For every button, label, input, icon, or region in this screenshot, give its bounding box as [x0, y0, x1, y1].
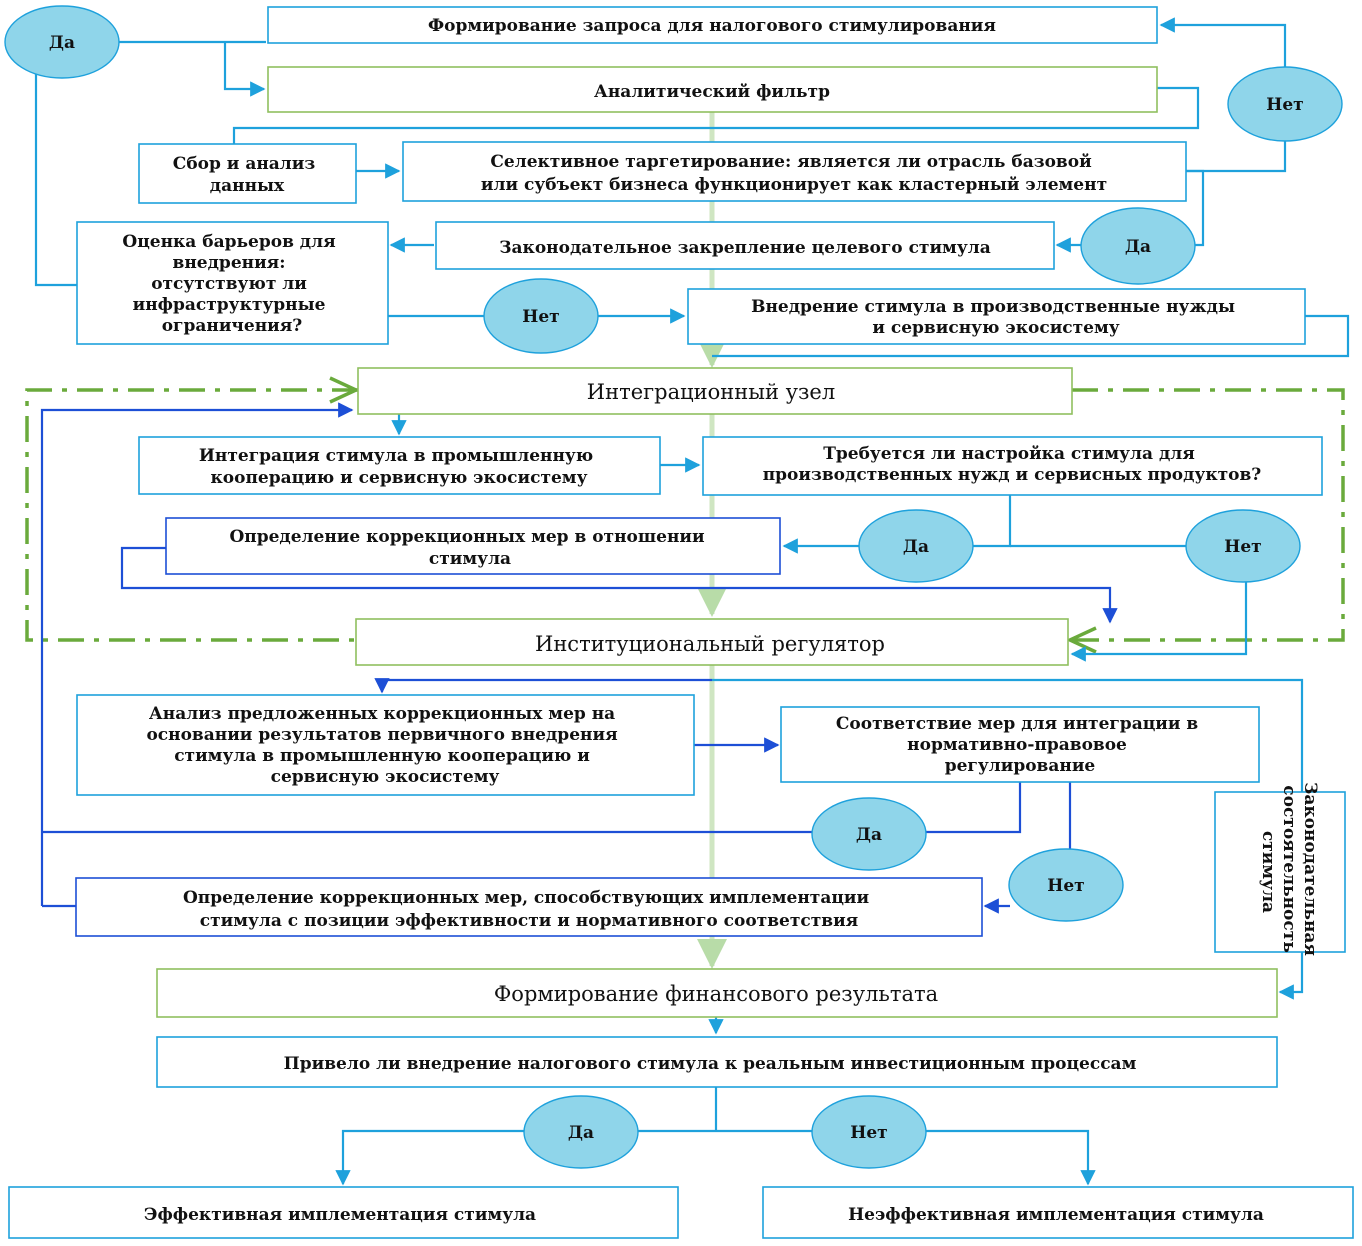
box-legislative-fix: Законодательное закрепление целевого сти… [435, 221, 1055, 270]
box-effective: Эффективная имплементация стимула [8, 1186, 679, 1239]
box-integration: Интеграция стимула в промышленную коопер… [138, 436, 661, 495]
circle-no-tuning-label: Нет [1224, 537, 1261, 557]
circle-yes-compliance: Да [811, 797, 927, 871]
box-analysis-line-1: Анализ предложенных коррекционных мер на [149, 704, 615, 724]
box-legislative-fix-label: Законодательное закрепление целевого сти… [499, 238, 990, 258]
box-tuning-question: Требуется ли настройка стимула для произ… [702, 436, 1323, 496]
box-implementation-line-2: и сервисную экосистему [872, 318, 1119, 338]
box-request: Формирование запроса для налогового стим… [267, 6, 1158, 44]
box-investment-question-label: Привело ли внедрение налогового стимула … [284, 1054, 1137, 1074]
box-analytic-filter: Аналитический фильтр [267, 66, 1158, 113]
box-data-collection-line-2: данных [210, 176, 285, 196]
box-institutional: Институциональный регулятор [355, 618, 1069, 666]
box-correction-effective-line-1: Определение коррекционных мер, способств… [183, 888, 870, 908]
box-tuning-question-line-2: производственных нужд и сервисных продук… [763, 465, 1262, 485]
box-compliance-line-3: регулирование [945, 756, 1096, 776]
svg-text:Определение коррекционных м: Определение коррекционных мер в отношени… [229, 527, 710, 569]
circle-yes-selective: Да [1080, 207, 1196, 285]
box-correction-def-line-2: стимула [429, 549, 511, 569]
circle-no-barriers-label: Нет [522, 307, 559, 327]
box-analysis-line-2: основании результатов первичного внедрен… [146, 725, 617, 745]
box-correction-effective: Определение коррекционных мер, способств… [75, 877, 983, 937]
box-ineffective: Неэффективная имплементация стимула [762, 1186, 1354, 1239]
circle-yes-selective-label: Да [1125, 237, 1151, 257]
box-compliance-line-1: Соответствие мер для интеграции в [836, 714, 1199, 734]
circle-no-final: Нет [811, 1095, 927, 1169]
connectors [34, 17, 1350, 1186]
box-barriers-line-1: Оценка барьеров для [122, 232, 335, 252]
box-barriers-line-4: инфраструктурные [133, 295, 326, 315]
box-analysis-line-3: стимула в промышленную кооперацию и [174, 746, 590, 766]
svg-text:Определение коррекционных ме: Определение коррекционных мер, способств… [183, 888, 875, 931]
box-legal-consistency: Законодательная состоятельность стимула [1214, 782, 1346, 962]
circle-yes-tuning-label: Да [903, 537, 929, 557]
box-financial-label: Формирование финансового результата [494, 982, 938, 1006]
box-legal-consistency-line-2: состоятельность [1279, 785, 1299, 953]
box-compliance-line-2: нормативно-правовое [907, 735, 1127, 755]
box-request-label: Формирование запроса для налогового стим… [428, 16, 996, 36]
box-integration-node: Интеграционный узел [357, 367, 1073, 415]
box-legal-consistency-line-3: стимула [1258, 831, 1278, 913]
box-data-collection: Сбор и анализ данных [138, 143, 357, 204]
box-selective: Селективное таргетирование: является ли … [402, 141, 1187, 202]
box-barriers-line-2: внедрения: [173, 253, 286, 273]
circle-yes-top-left: Да [4, 5, 120, 79]
circle-no-top-right: Нет [1227, 66, 1343, 142]
svg-text:Требуется ли настройка стимула: Требуется ли настройка стимула для произ… [763, 444, 1262, 485]
circle-yes-top-left-label: Да [49, 33, 75, 53]
circle-yes-tuning: Да [858, 509, 974, 583]
box-financial: Формирование финансового результата [156, 968, 1278, 1018]
circle-yes-compliance-label: Да [856, 825, 882, 845]
circle-no-top-right-label: Нет [1266, 95, 1303, 115]
svg-text:Интеграция стимула в промышле: Интеграция стимула в промышленную коопер… [199, 446, 599, 488]
box-barriers-line-3: отсутствуют ли [151, 274, 307, 294]
box-integration-line-2: кооперацию и сервисную экосистему [211, 468, 588, 488]
circle-yes-final: Да [523, 1095, 639, 1169]
circle-no-tuning: Нет [1185, 509, 1301, 583]
box-data-collection-line-1: Сбор и анализ [173, 154, 316, 174]
box-barriers: Оценка барьеров для внедрения: отсутству… [76, 221, 389, 345]
box-tuning-question-line-1: Требуется ли настройка стимула для [823, 444, 1195, 464]
box-effective-label: Эффективная имплементация стимула [144, 1205, 536, 1225]
box-selective-line-2: или субъект бизнеса функционирует как кл… [481, 175, 1107, 195]
svg-text:Селективное таргетирование: я: Селективное таргетирование: является ли … [481, 152, 1107, 195]
box-ineffective-label: Неэффективная имплементация стимула [848, 1205, 1264, 1225]
box-investment-question: Привело ли внедрение налогового стимула … [156, 1036, 1278, 1088]
box-compliance: Соответствие мер для интеграции в нормат… [780, 706, 1260, 783]
svg-text:Оценка барьеров для вне: Оценка барьеров для внедрения: отсутству… [122, 232, 341, 336]
box-selective-line-1: Селективное таргетирование: является ли … [490, 152, 1092, 172]
circle-no-barriers: Нет [483, 278, 599, 354]
box-correction-def-line-1: Определение коррекционных мер в отношени… [229, 527, 705, 547]
box-implementation: Внедрение стимула в производственные нуж… [687, 288, 1306, 345]
svg-text:Законодательная состояте: Законодательная состоятельность стимула [1258, 782, 1320, 962]
svg-text:Соответствие мер для интеграци: Соответствие мер для интеграции в нормат… [836, 714, 1204, 776]
box-barriers-line-5: ограничения? [162, 316, 303, 336]
box-implementation-line-1: Внедрение стимула в производственные нуж… [751, 297, 1235, 317]
box-correction-effective-line-2: стимула с позиции эффективности и нормат… [200, 911, 859, 931]
circle-no-compliance-label: Нет [1047, 876, 1084, 896]
integration-frame [25, 376, 1345, 654]
svg-text:Анализ предложенных коррекцио: Анализ предложенных коррекционных мер на… [146, 704, 623, 787]
box-legal-consistency-line-1: Законодательная [1300, 782, 1320, 956]
box-integration-node-label: Интеграционный узел [587, 380, 835, 404]
box-institutional-label: Институциональный регулятор [535, 632, 885, 656]
box-analysis: Анализ предложенных коррекционных мер на… [76, 694, 695, 796]
svg-text:Внедрение стимула в производс: Внедрение стимула в производственные нуж… [751, 297, 1241, 338]
svg-text:Сбор и анализ данных: Сбор и анализ данных [173, 154, 321, 196]
box-analytic-filter-label: Аналитический фильтр [594, 82, 830, 102]
circle-no-compliance: Нет [1008, 848, 1124, 922]
box-integration-line-1: Интеграция стимула в промышленную [199, 446, 593, 466]
circle-no-final-label: Нет [850, 1123, 887, 1143]
box-correction-def: Определение коррекционных мер в отношени… [165, 517, 781, 575]
box-analysis-line-4: сервисную экосистему [271, 767, 500, 787]
circle-yes-final-label: Да [568, 1123, 594, 1143]
